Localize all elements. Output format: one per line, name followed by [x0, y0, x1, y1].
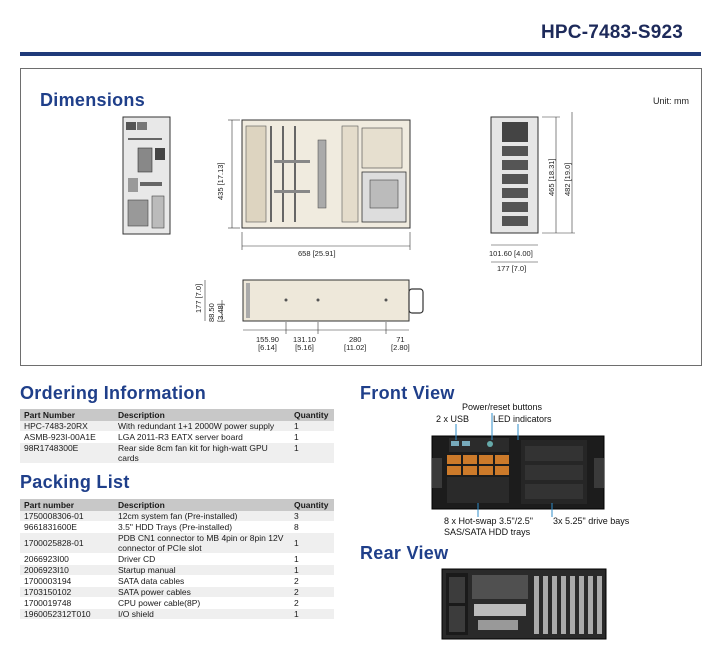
- callout-usb: 2 x USB: [436, 414, 470, 424]
- top-view-drawing: [228, 119, 411, 250]
- dimensions-title: Dimensions: [40, 90, 146, 110]
- label-depth: 658 [25.91]: [298, 249, 336, 258]
- cell-part: HPC-7483-20RX: [20, 421, 114, 432]
- cell-desc: With redundant 1+1 2000W power supply: [114, 421, 290, 432]
- label-ear-w1: 101.60 [4.00]: [489, 249, 533, 258]
- cell-qty: 1: [290, 421, 334, 432]
- cell-qty: 1: [290, 608, 334, 620]
- col-description: Description: [114, 499, 290, 511]
- label-seg2: 131.10[5.16]: [293, 335, 316, 352]
- cell-part: 1700025828-01: [20, 532, 114, 554]
- cell-part: 9661831600E: [20, 521, 114, 533]
- cell-qty: 1: [290, 532, 334, 554]
- rear-view-image: [441, 568, 607, 640]
- packing-table: Part number Description Quantity 1750008…: [20, 499, 334, 620]
- rear-view-title: Rear View: [360, 543, 449, 563]
- cell-qty: 1: [290, 431, 334, 443]
- col-quantity: Quantity: [290, 409, 334, 421]
- ordering-table: Part Number Description Quantity HPC-748…: [20, 409, 334, 464]
- label-front-height: 435 [17.13]: [216, 162, 225, 200]
- label-side-h2b: [3.48]: [216, 303, 225, 322]
- col-description: Description: [114, 409, 290, 421]
- cell-part: 98R1748300E: [20, 442, 114, 464]
- cell-desc: CPU power cable(8P): [114, 597, 290, 609]
- cell-part: 1703150102: [20, 586, 114, 598]
- ordering-header-row: Part Number Description Quantity: [20, 409, 334, 421]
- label-rack-h1: 465 [18.31]: [547, 158, 556, 196]
- cell-part: 1700019748: [20, 597, 114, 609]
- label-ear-w2: 177 [7.0]: [497, 264, 527, 273]
- cell-desc: SATA data cables: [114, 575, 290, 587]
- cell-desc: 12cm system fan (Pre-installed): [114, 511, 290, 522]
- cell-part: 1700003194: [20, 575, 114, 587]
- cell-desc: 3.5" HDD Trays (Pre-installed): [114, 521, 290, 533]
- cell-part: ASMB-923I-00A1E: [20, 431, 114, 443]
- cell-desc: Startup manual: [114, 564, 290, 576]
- label-side-h2a: 88.50: [207, 303, 216, 322]
- col-part-number: Part number: [20, 499, 114, 511]
- packing-header-row: Part number Description Quantity: [20, 499, 334, 511]
- cell-desc: Driver CD: [114, 553, 290, 565]
- front-panel-drawing: [122, 116, 171, 235]
- label-seg3: 280[11.02]: [344, 335, 367, 352]
- cell-qty: 2: [290, 586, 334, 598]
- callout-power-reset: Power/reset buttons: [462, 402, 543, 412]
- cell-part: 1750008306-01: [20, 511, 114, 522]
- rack-front-drawing: [490, 112, 575, 263]
- model-title: HPC-7483-S923: [540, 22, 683, 43]
- cell-qty: 1: [290, 564, 334, 576]
- cell-desc: PDB CN1 connector to MB 4pin or 8pin 12V…: [114, 532, 290, 554]
- cell-qty: 1: [290, 442, 334, 464]
- callout-hdd-2: SAS/SATA HDD trays: [444, 527, 531, 537]
- front-view-image: [431, 413, 605, 517]
- col-part-number: Part Number: [20, 409, 114, 421]
- cell-qty: 2: [290, 575, 334, 587]
- callout-drive-bays: 3x 5.25" drive bays: [553, 516, 630, 526]
- cell-qty: 1: [290, 553, 334, 565]
- cell-qty: 2: [290, 597, 334, 609]
- cell-desc: Rear side 8cm fan kit for high-watt GPU …: [114, 442, 290, 464]
- front-view-title: Front View: [360, 383, 455, 403]
- cell-desc: SATA power cables: [114, 586, 290, 598]
- packing-title: Packing List: [20, 472, 130, 492]
- col-quantity: Quantity: [290, 499, 334, 511]
- header-rule: [20, 52, 701, 56]
- unit-label: Unit: mm: [653, 96, 689, 106]
- ordering-title: Ordering Information: [20, 383, 206, 403]
- callout-hdd-1: 8 x Hot-swap 3.5"/2.5": [444, 516, 533, 526]
- side-view-drawing: [204, 279, 424, 334]
- cell-part: 1960052312T010: [20, 608, 114, 620]
- cell-desc: LGA 2011-R3 EATX server board: [114, 431, 290, 443]
- callout-led: LED indicators: [493, 414, 552, 424]
- label-seg4: 71[2.80]: [391, 335, 410, 352]
- cell-part: 2066923I00: [20, 553, 114, 565]
- cell-qty: 3: [290, 511, 334, 522]
- cell-part: 2006923I10: [20, 564, 114, 576]
- dimensions-panel: [20, 68, 702, 366]
- cell-desc: I/O shield: [114, 608, 290, 620]
- label-side-h1: 177 [7.0]: [194, 283, 203, 313]
- label-rack-h2: 482 [19.0]: [563, 162, 572, 196]
- label-seg1: 155.90[6.14]: [256, 335, 279, 352]
- cell-qty: 8: [290, 521, 334, 533]
